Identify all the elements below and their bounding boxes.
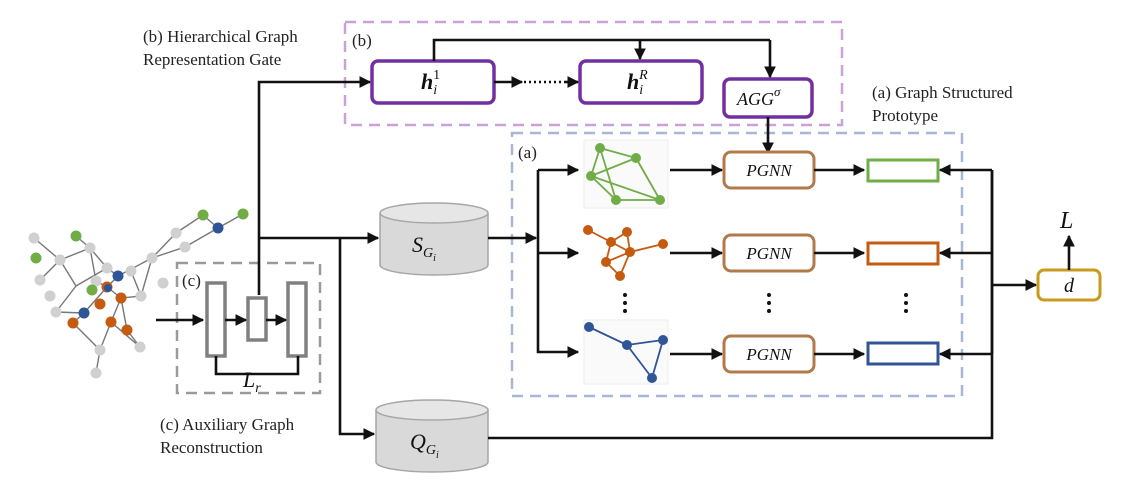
vertical-ellipsis-prototypes (904, 293, 908, 313)
loss-r-sub: r (255, 381, 261, 396)
loss-label: L (1059, 208, 1073, 234)
prototype-vector-green (866, 158, 940, 183)
support-set-cylinder: SGi (379, 202, 489, 276)
prototype-vector-orange (866, 241, 940, 266)
support-sub: G (423, 246, 433, 261)
query-subsub: i (436, 450, 439, 461)
c-title-line2: Reconstruction (160, 438, 263, 457)
reconstruction-region (175, 261, 322, 395)
support-subsub: i (433, 253, 436, 264)
pgnn-label-1: PGNN (745, 161, 793, 180)
vertical-ellipsis-pgnn (767, 293, 771, 313)
a-box-tag: (a) (518, 143, 537, 162)
hR-box: hiR (578, 59, 704, 105)
hR-sub: i (639, 83, 643, 98)
prototype-region (510, 131, 964, 398)
hR-sup: R (638, 68, 648, 83)
svg-text:SGi: SGi (412, 232, 436, 264)
b-title-line2: Representation Gate (143, 50, 281, 69)
pgnn-box-3: PGNN (722, 334, 816, 374)
b-box-tag: (b) (352, 31, 372, 50)
b-title-line1: (b) Hierarchical Graph (143, 27, 298, 46)
vertical-ellipsis-graphs (623, 293, 627, 313)
c-box-tag: (c) (182, 271, 201, 290)
autoencoder (205, 281, 308, 358)
h1-box: hi1 (370, 59, 496, 105)
pgnn-label-2: PGNN (745, 244, 793, 263)
agg-base: AGG (736, 89, 774, 109)
pgnn-label-3: PGNN (745, 345, 793, 364)
blue-graph (583, 319, 669, 385)
pgnn-box-1: PGNN (722, 150, 816, 190)
prototype-vector-blue (866, 341, 940, 366)
agg-box: AGGσ (722, 77, 814, 119)
orange-graph (583, 225, 668, 281)
svg-text:hi1: hi1 (421, 68, 440, 98)
svg-text:hiR: hiR (627, 68, 648, 98)
svg-text:Lr: Lr (242, 367, 261, 396)
query-base: Q (410, 429, 426, 454)
h1-sub: i (433, 83, 437, 98)
hierarchical-gate-region (343, 20, 844, 127)
input-graph (28, 208, 249, 379)
svg-text:AGGσ: AGGσ (736, 84, 781, 109)
a-title-line2: Prototype (872, 106, 938, 125)
distance-box: d (1036, 268, 1102, 302)
query-sub: G (426, 443, 436, 458)
support-base: S (412, 232, 423, 257)
a-title-line1: (a) Graph Structured (872, 83, 1013, 102)
c-title-line1: (c) Auxiliary Graph (160, 415, 295, 434)
loss-r-base: L (242, 367, 255, 392)
green-graph (583, 139, 669, 209)
h1-base: h (421, 69, 433, 94)
distance-label: d (1064, 275, 1075, 297)
hR-base: h (627, 69, 639, 94)
h1-sup: 1 (433, 68, 440, 83)
svg-text:QGi: QGi (410, 429, 439, 461)
agg-sup: σ (774, 84, 781, 99)
query-set-cylinder: QGi (375, 399, 489, 473)
pgnn-box-2: PGNN (722, 233, 816, 273)
